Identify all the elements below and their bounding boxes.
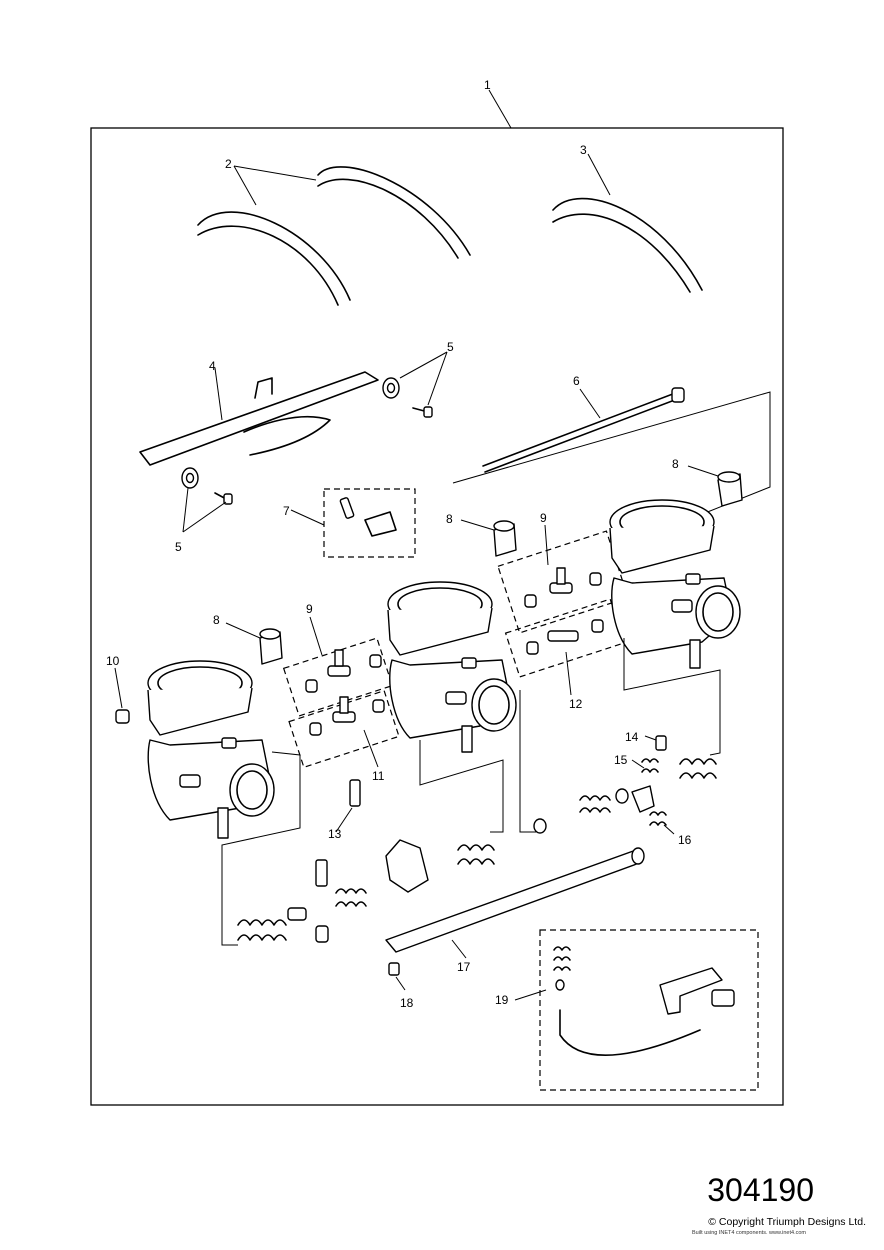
callout-9-right: 9 bbox=[540, 511, 547, 525]
callout-8-right: 8 bbox=[672, 457, 679, 471]
sync-spring-left bbox=[237, 919, 287, 941]
screw-part-14 bbox=[655, 735, 667, 751]
sync-screw-assembly-right bbox=[533, 785, 655, 834]
copyright-notice: © Copyright Triumph Designs Ltd. bbox=[708, 1216, 866, 1228]
cap-part-8-left bbox=[259, 628, 283, 665]
hose-arc-part-2a bbox=[197, 211, 351, 306]
hose-arc-part-2b bbox=[317, 166, 471, 259]
fuel-tee-box-part-9-left bbox=[282, 637, 394, 717]
pilot-screw-part-13 bbox=[349, 779, 361, 807]
screw-part-18 bbox=[388, 962, 400, 976]
fuel-tee-box-part-9-right bbox=[497, 530, 629, 634]
carburettor-left bbox=[147, 660, 275, 839]
callout-6: 6 bbox=[573, 374, 580, 388]
linkage-bar-part-4 bbox=[139, 371, 379, 466]
callout-5-top: 5 bbox=[447, 340, 454, 354]
washer-screw-part-5-top bbox=[382, 377, 433, 418]
callout-15: 15 bbox=[614, 753, 628, 767]
fuel-tee-part-9-left bbox=[305, 649, 382, 693]
callout-17: 17 bbox=[457, 960, 471, 974]
callout-7: 7 bbox=[283, 504, 290, 518]
callout-12: 12 bbox=[569, 697, 583, 711]
spring-part-16 bbox=[649, 811, 667, 826]
callout-19: 19 bbox=[495, 993, 509, 1007]
callout-13: 13 bbox=[328, 827, 342, 841]
callout-16: 16 bbox=[678, 833, 692, 847]
throttle-cam-plate bbox=[385, 839, 429, 893]
built-using-note: Built using INET4 components. www.inet4.… bbox=[691, 1230, 806, 1236]
callout-2: 2 bbox=[225, 157, 232, 171]
spring-right bbox=[679, 758, 717, 779]
callout-5-bottom: 5 bbox=[175, 540, 182, 554]
assembly-frame bbox=[90, 127, 784, 1106]
spring-part-15 bbox=[641, 758, 659, 773]
callout-8-middle: 8 bbox=[446, 512, 453, 526]
callout-9-left: 9 bbox=[306, 602, 313, 616]
choke-fitting-box-part-7 bbox=[323, 488, 416, 558]
carburettor-middle bbox=[387, 581, 517, 753]
callout-1: 1 bbox=[484, 78, 491, 92]
cap-part-8-middle bbox=[493, 520, 517, 557]
blanking-cap-part-10 bbox=[115, 709, 130, 724]
fuel-rail-part-17 bbox=[385, 847, 645, 953]
fuel-tee-box-part-11 bbox=[288, 689, 400, 769]
sync-spring-middle bbox=[457, 844, 495, 865]
choke-cable-part-19 bbox=[553, 946, 735, 1056]
carburettor-right bbox=[609, 499, 741, 669]
spindle-rod-part-6 bbox=[482, 387, 685, 473]
callout-8-left: 8 bbox=[213, 613, 220, 627]
callout-14: 14 bbox=[625, 730, 639, 744]
washer-screw-part-5-bottom bbox=[181, 467, 233, 505]
fuel-tee-part-12 bbox=[526, 619, 604, 655]
sync-screw-assembly-left bbox=[287, 859, 367, 943]
cap-part-8-right bbox=[717, 471, 743, 507]
callout-18: 18 bbox=[400, 996, 414, 1010]
callout-3: 3 bbox=[580, 143, 587, 157]
callout-4: 4 bbox=[209, 359, 216, 373]
fuel-tee-part-9-right bbox=[524, 567, 602, 608]
diagram-part-number: 304190 bbox=[707, 1172, 814, 1208]
fuel-tee-part-11 bbox=[309, 696, 385, 736]
hose-arc-part-3 bbox=[552, 197, 703, 293]
choke-fitting-part-7 bbox=[339, 497, 397, 537]
choke-cable-box-part-19 bbox=[539, 929, 759, 1091]
callout-10: 10 bbox=[106, 654, 120, 668]
callout-11: 11 bbox=[372, 769, 385, 783]
